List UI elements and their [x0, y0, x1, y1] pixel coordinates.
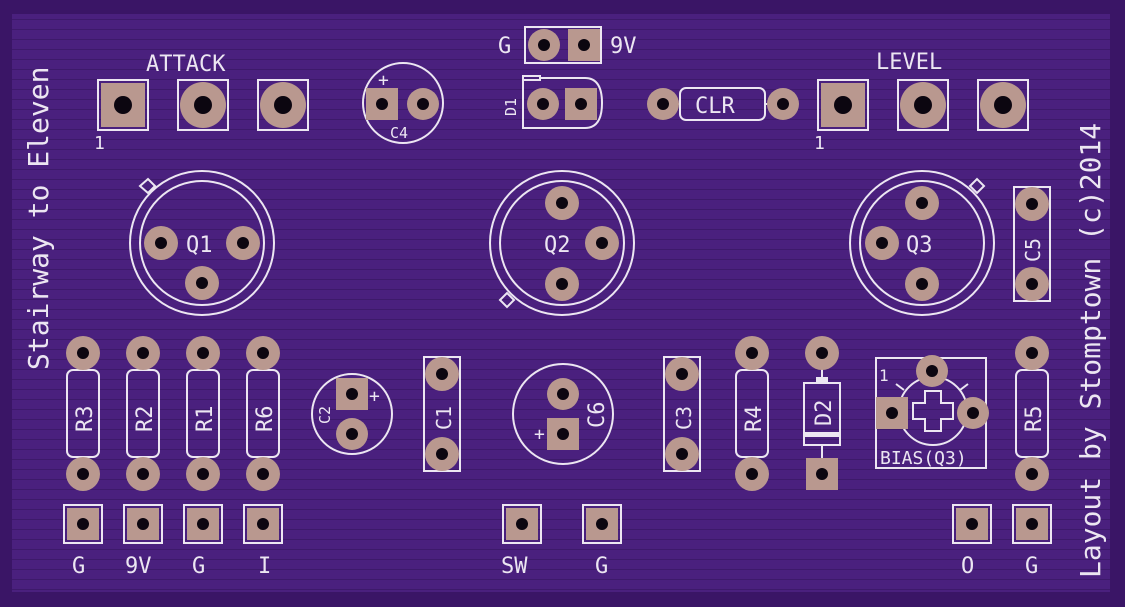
bottom-label-g4: G [1025, 554, 1038, 579]
clr-label: CLR [695, 94, 735, 119]
r5-label: R5 [1022, 406, 1047, 433]
board-title: Stairway to Eleven [22, 67, 55, 370]
bottom-label-g3: G [595, 554, 608, 579]
q1-label: Q1 [186, 233, 213, 258]
bias-pin1: 1 [879, 366, 889, 385]
c6-label: C6 [585, 402, 610, 429]
bottom-label-g1: G [72, 554, 85, 579]
r6-resistor: R6 [246, 336, 280, 491]
attack-pin1: 1 [94, 133, 105, 154]
r6-label: R6 [253, 406, 278, 433]
c5-capacitor: C5 [1013, 186, 1051, 302]
level-pot: LEVEL 1 [814, 50, 1029, 154]
label-9v-top: 9V [610, 34, 637, 59]
bias-trimmer: 1 BIAS(Q3) [875, 355, 989, 469]
q3-label: Q3 [906, 233, 933, 258]
c3-capacitor: C3 [663, 356, 701, 472]
c2-plus: + [369, 386, 380, 407]
header-outline [524, 26, 602, 64]
bottom-connectors [63, 504, 1052, 544]
level-pin1: 1 [814, 133, 825, 154]
q3-transistor: Q3 [849, 170, 995, 316]
d2-label: D2 [812, 400, 837, 427]
r2-label: R2 [133, 406, 158, 433]
r4-label: R4 [742, 406, 767, 433]
c1-label: C1 [432, 406, 456, 430]
c2-capacitor: + C2 [311, 373, 393, 455]
label-g-top: G [498, 34, 511, 59]
c2-label: C2 [316, 406, 334, 424]
clr-resistor: CLR [647, 87, 799, 121]
bottom-label-9v: 9V [125, 554, 152, 579]
r3-resistor: R3 [66, 336, 100, 491]
q2-transistor: Q2 [489, 170, 635, 316]
c4-capacitor: + C4 [362, 62, 444, 144]
c3-label: C3 [672, 406, 696, 430]
r2-resistor: R2 [126, 336, 160, 491]
bottom-label-sw: SW [501, 554, 528, 579]
c5-label: C5 [1021, 238, 1045, 262]
r1-resistor: R1 [186, 336, 220, 491]
layout-credit: Layout by Stomptown (c)2014 [1074, 123, 1107, 578]
r4-resistor: R4 [735, 336, 769, 491]
d1-device: D1 [502, 75, 604, 129]
attack-pot: ATTACK 1 [94, 52, 309, 154]
d1-label: D1 [502, 98, 520, 116]
c6-plus: + [534, 424, 545, 445]
attack-label: ATTACK [146, 52, 226, 77]
bottom-label-o: O [961, 554, 974, 579]
c1-capacitor: C1 [423, 356, 461, 472]
r5-resistor: R5 [1015, 336, 1049, 491]
r1-label: R1 [193, 406, 218, 433]
q1-transistor: Q1 [129, 170, 275, 316]
c4-label: C4 [390, 124, 408, 142]
level-label: LEVEL [876, 50, 942, 75]
bias-label: BIAS(Q3) [880, 448, 967, 469]
bottom-label-g2: G [192, 554, 205, 579]
c6-capacitor: + C6 [512, 363, 614, 465]
r3-label: R3 [73, 406, 98, 433]
bottom-label-i: I [258, 554, 271, 579]
q2-label: Q2 [544, 233, 571, 258]
c4-plus: + [378, 70, 389, 91]
d2-diode: D2 [803, 336, 841, 490]
power-header: G 9V [498, 26, 637, 64]
